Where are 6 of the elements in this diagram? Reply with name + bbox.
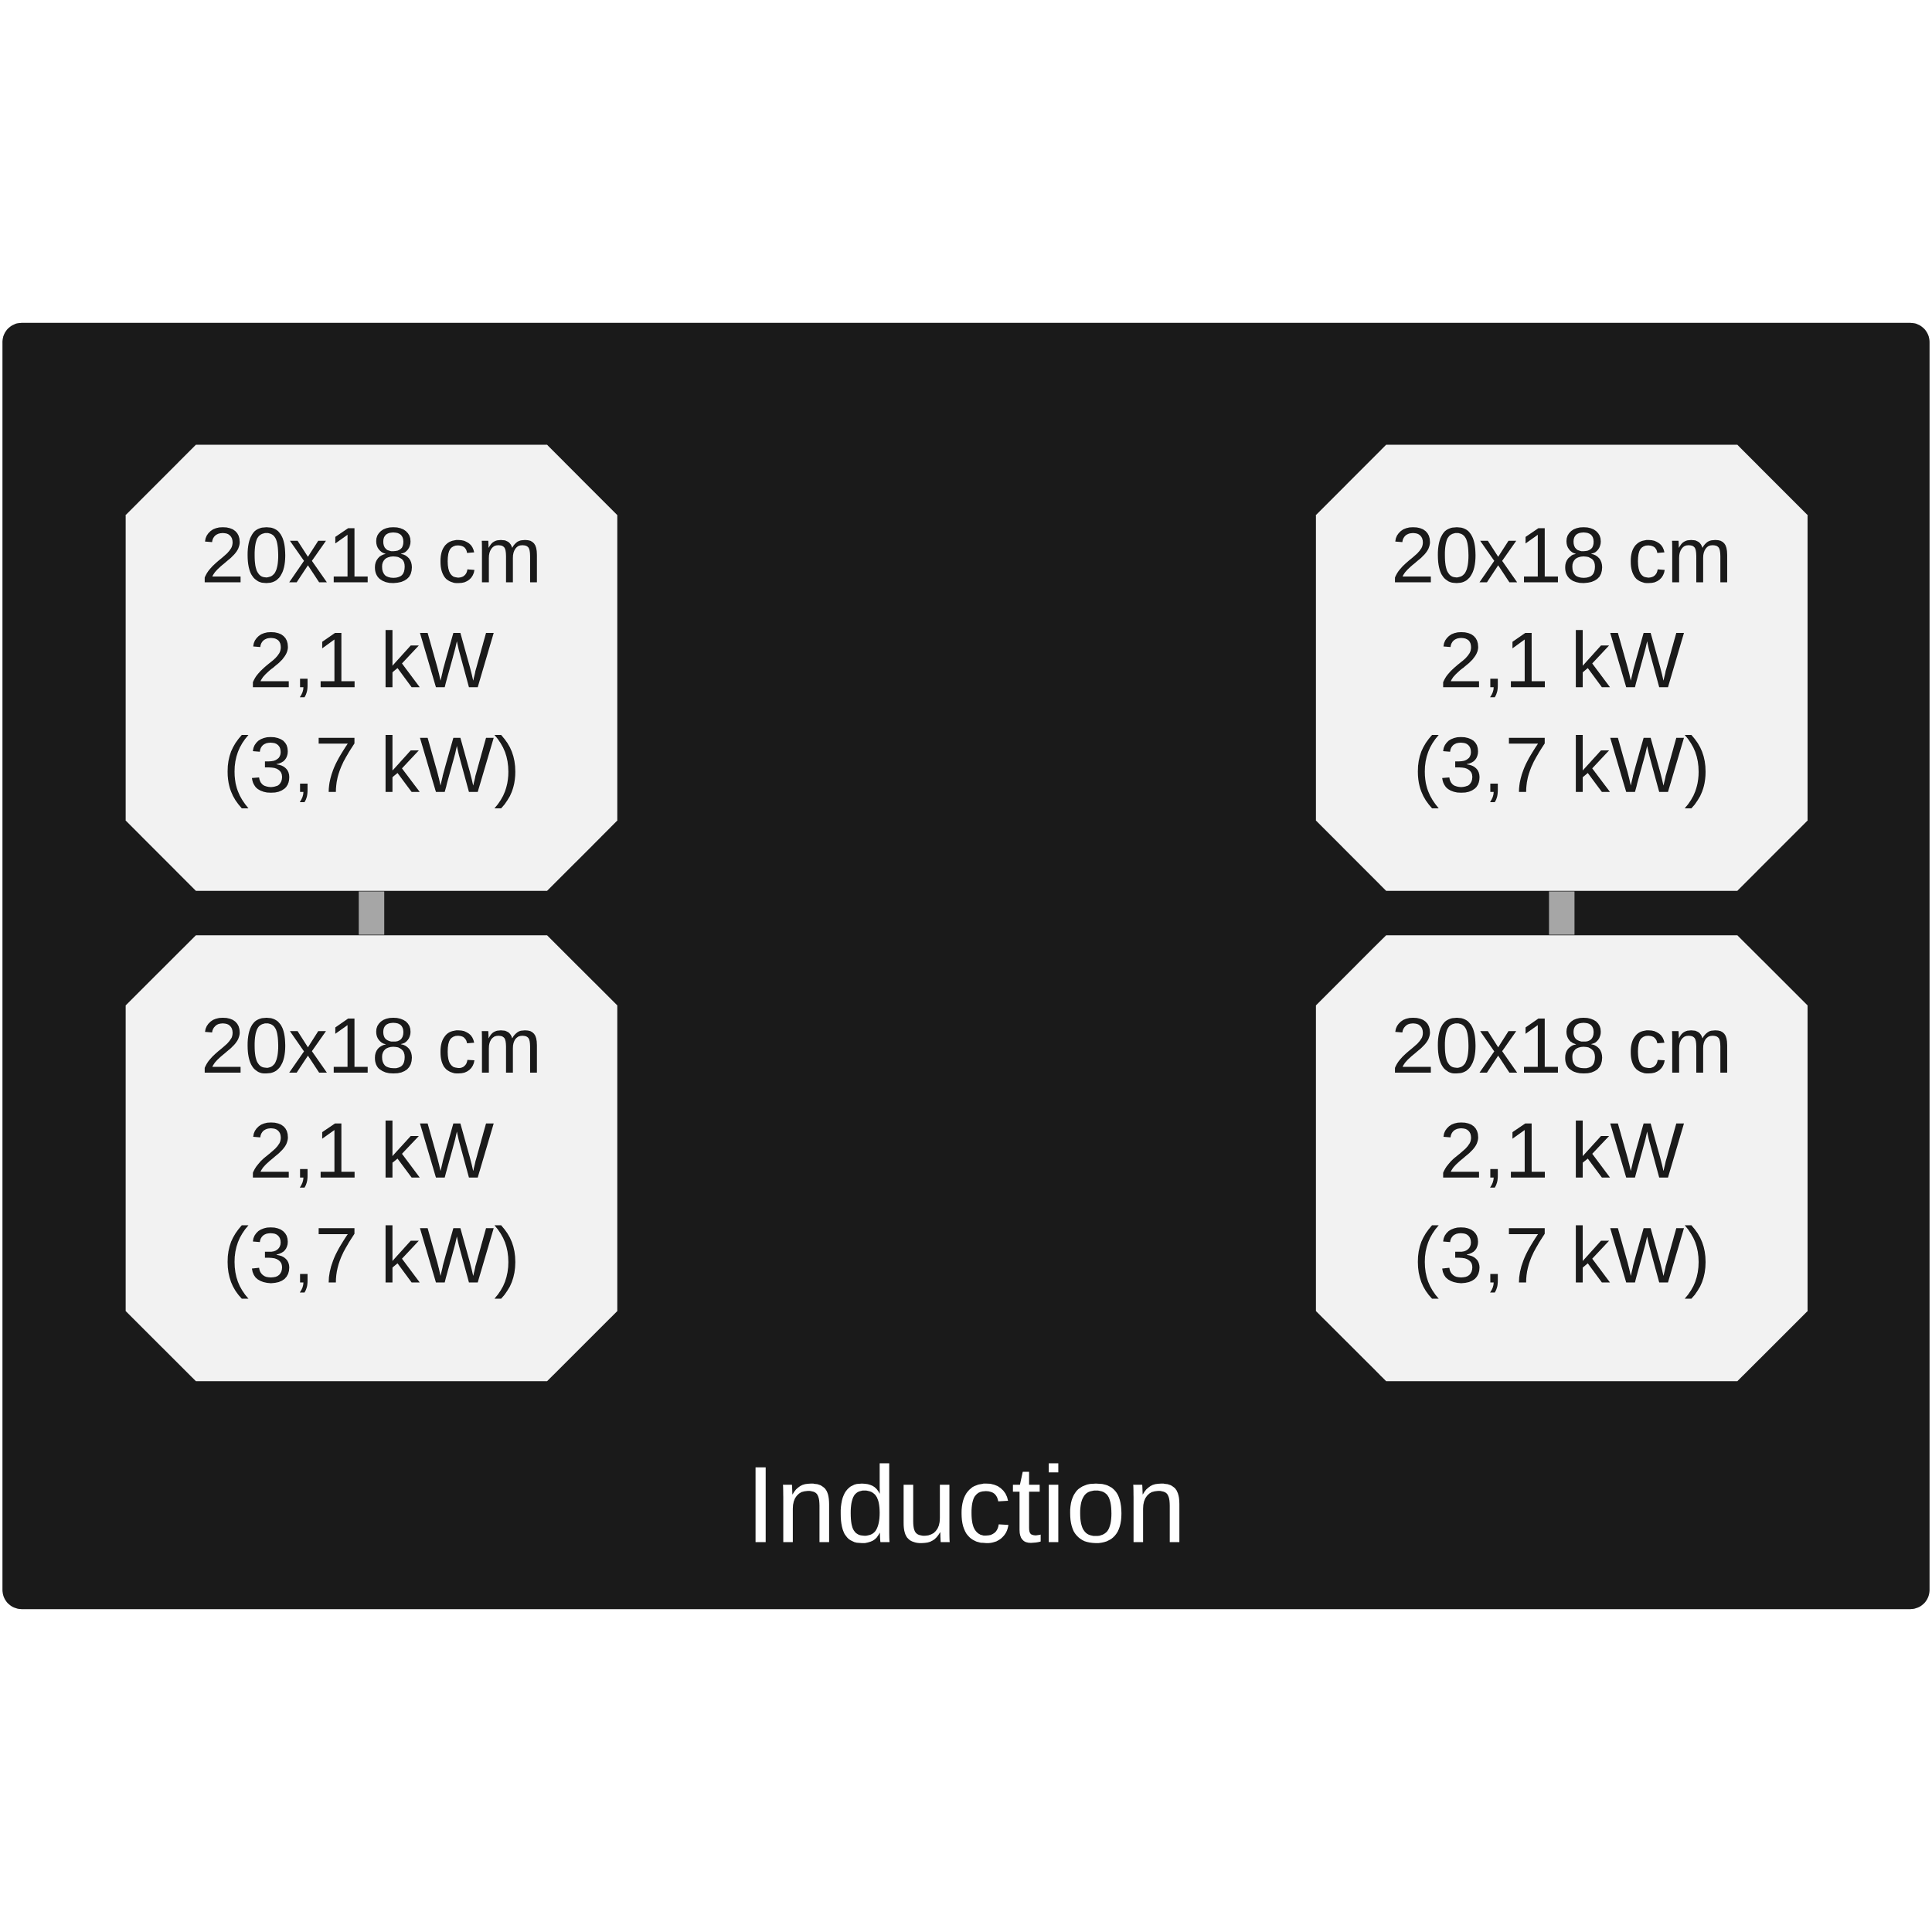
cooking-zone: 20x18 cm 2,1 kW (3,7 kW) (125, 444, 617, 891)
cooking-zone: 20x18 cm 2,1 kW (3,7 kW) (125, 935, 617, 1382)
cooking-zone: 20x18 cm 2,1 kW (3,7 kW) (1315, 444, 1808, 891)
bridge-connector (359, 891, 385, 935)
cooking-zone: 20x18 cm 2,1 kW (3,7 kW) (1315, 935, 1808, 1382)
bridge-connector (1549, 891, 1575, 935)
